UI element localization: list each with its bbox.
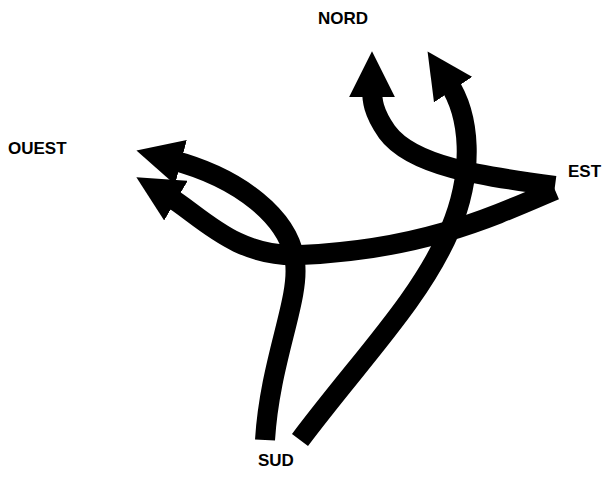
direction-label: EST: [568, 163, 601, 182]
direction-label: SUD: [258, 452, 294, 471]
flow-arrow: [168, 190, 555, 255]
direction-label: NORD: [318, 10, 368, 29]
direction-label: OUEST: [8, 140, 67, 159]
flow-arrow: [372, 88, 555, 186]
